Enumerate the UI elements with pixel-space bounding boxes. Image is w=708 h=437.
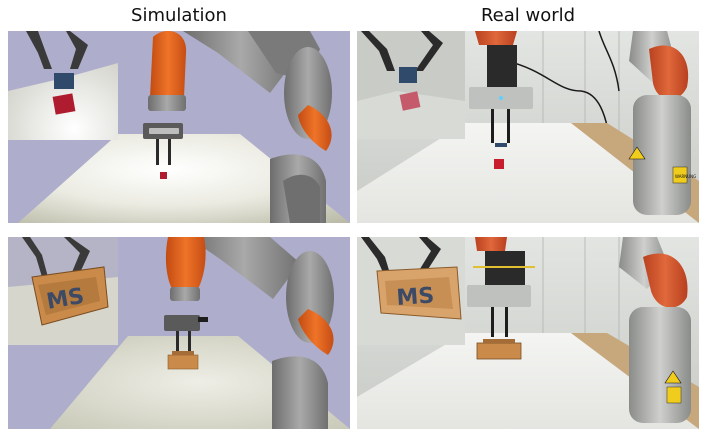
simulation-cube-panel (8, 31, 350, 223)
sim-camera-inset (8, 31, 118, 140)
sim-gripper (164, 315, 208, 353)
real-world-box-scene: MS (357, 237, 699, 429)
simulation-box-panel: MS (8, 237, 350, 429)
real-world-box-panel: MS (357, 237, 699, 429)
column-title-simulation: Simulation (131, 5, 227, 26)
real-robot-arm: WARNUNG (628, 31, 696, 215)
sim-robot-arm (165, 237, 334, 429)
simulation-box-scene: MS (8, 237, 350, 429)
real-box-marking: MS (396, 283, 435, 311)
column-title-real-world: Real world (480, 5, 576, 26)
real-camera-inset: MS (357, 237, 465, 345)
sim-table (18, 134, 350, 223)
real-table (357, 333, 699, 429)
sim-gripper (143, 123, 183, 165)
real-box (476, 339, 522, 360)
real-world-cube-panel: WARNUNG (357, 31, 699, 223)
real-gripper (469, 45, 533, 147)
sim-box (167, 351, 199, 370)
warning-label: WARNUNG (675, 174, 696, 179)
sim-camera-inset: MS (8, 237, 118, 345)
real-table (357, 123, 699, 223)
real-robot-arm (619, 237, 691, 423)
sim-robot-arm (148, 31, 332, 223)
real-red-cube (494, 159, 504, 169)
real-gripper (467, 251, 535, 337)
real-world-cube-scene: WARNUNG (357, 31, 699, 223)
simulation-cube-scene (8, 31, 350, 223)
real-cable (506, 60, 612, 152)
real-camera-inset (357, 31, 465, 139)
sim-red-cube (160, 172, 167, 179)
